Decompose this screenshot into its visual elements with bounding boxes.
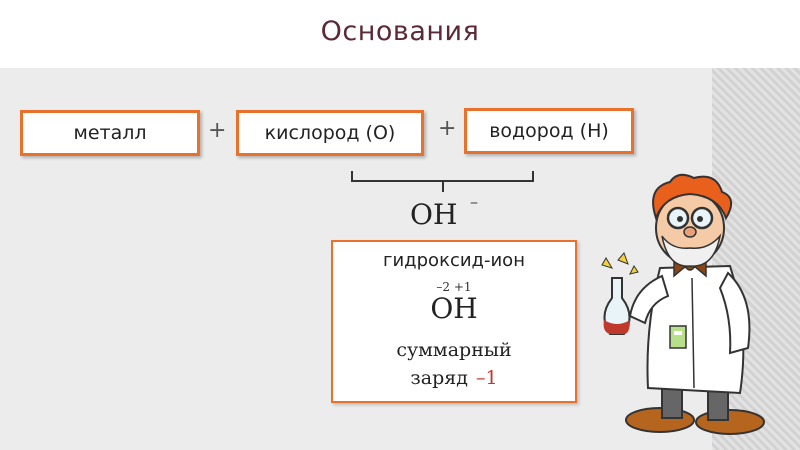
flask-icon [603,277,631,335]
term-hydrogen: водород (Н) [464,108,634,154]
oxidation-states: –2 +1 [436,280,472,294]
summary-label-line2: заряд –1 [333,367,575,389]
slide-title: Основания [320,16,480,47]
summary-label-line1: суммарный [396,339,512,361]
hydroxide-charge: – [470,192,478,211]
hydroxide-info-box: гидроксид-ион –2 +1 ОН суммарный заряд –1 [331,240,577,403]
plus-sign-1: + [208,118,227,143]
term-metal: металл [20,110,200,156]
term-oxygen: кислород (О) [236,110,424,156]
professor-illustration [601,173,765,435]
ion-name: гидроксид-ион [383,250,525,271]
summary-label-text: заряд [410,367,468,389]
grouping-bracket [351,171,534,192]
plus-sign-2: + [438,116,457,141]
hydroxide-formula: ОН [410,198,458,231]
hydroxide-formula-small: ОН [430,292,478,325]
summary-charge-value: –1 [475,367,498,389]
